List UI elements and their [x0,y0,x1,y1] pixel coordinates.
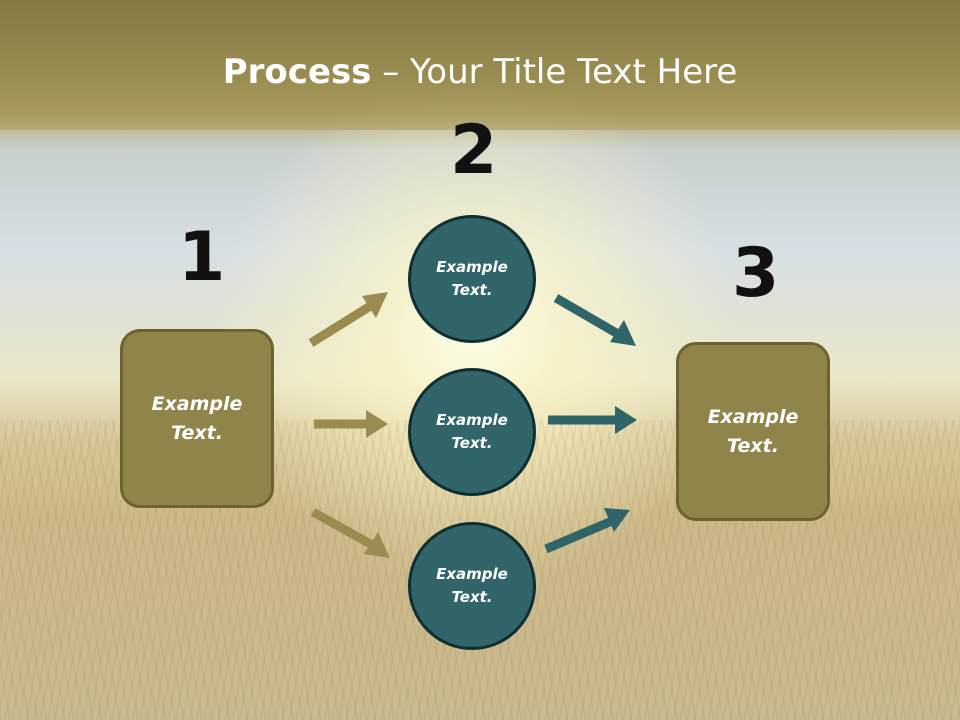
title-bold: Process [222,52,372,92]
slide-title: Process – Your Title Text Here [0,52,960,92]
circle-middle: Example Text. [408,368,536,496]
step-number-2: 2 [450,111,498,190]
arrow-left-down [310,508,390,558]
step-number-1: 1 [178,218,226,297]
right-text-box: Example Text. [676,342,830,521]
arrow-right-middle [548,406,637,434]
title-bar [0,0,960,130]
arrow-left-up [308,292,388,347]
arrow-left-middle [314,410,388,438]
title-rest: – Your Title Text Here [371,52,738,92]
step-number-3: 3 [732,234,780,313]
arrow-right-down [553,294,636,346]
arrow-right-up [544,508,630,554]
circle-bottom: Example Text. [408,522,536,650]
left-text-box: Example Text. [120,329,274,508]
circle-top: Example Text. [408,215,536,343]
